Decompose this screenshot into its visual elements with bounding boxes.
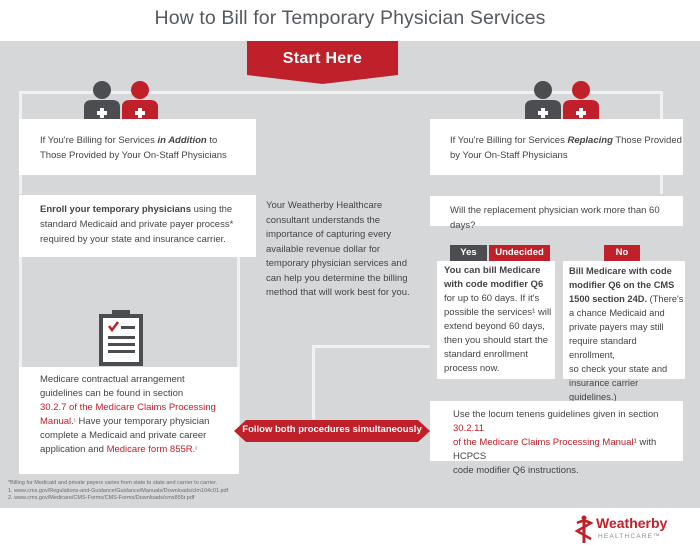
- form-855r-link[interactable]: Medicare form 855R.: [106, 444, 196, 455]
- footnotes: *Billing for Medicaid and private payers…: [8, 480, 308, 503]
- yes-line: process now.: [444, 363, 500, 374]
- no-line: private payers may still: [569, 322, 664, 332]
- medicare-line: application and: [40, 444, 107, 455]
- enroll-line3: required by your state and insurance car…: [40, 234, 226, 245]
- enroll-line2: standard Medicaid and private payer proc…: [40, 219, 234, 230]
- question-text: Will the replacement physician work more…: [450, 205, 660, 231]
- clipboard-checklist-icon: [98, 309, 144, 367]
- medicare-line: Medicare contractual arrangement: [40, 374, 185, 385]
- logo-subtext: HEALTHCARE™: [598, 533, 661, 540]
- claims-manual-link[interactable]: Manual.: [40, 416, 74, 427]
- yes-line: then you should start the: [444, 335, 549, 346]
- no-line: so check your state and: [569, 364, 668, 374]
- right-header-line2: by Your On-Staff Physicians: [450, 150, 568, 161]
- people-icon: [74, 80, 168, 122]
- enroll-bold: Enroll your temporary physicians: [40, 204, 191, 215]
- yes-line: standard enrollment: [444, 349, 528, 360]
- connector-line: [312, 345, 430, 348]
- start-here-banner: Start Here: [247, 41, 398, 84]
- medicare-guidelines-box: Medicare contractual arrangement guideli…: [19, 367, 239, 474]
- yes-bold-line: You can bill Medicare: [444, 265, 541, 276]
- locum-manual-link[interactable]: of the Medicare Claims Processing Manual: [453, 437, 634, 448]
- locum-line: code modifier Q6 instructions.: [453, 465, 579, 476]
- no-answer-box: Bill Medicare with code modifier Q6 on t…: [563, 261, 685, 402]
- follow-both-label: Follow both procedures simultaneously: [242, 424, 422, 435]
- footnote-marker: ¹: [73, 419, 76, 425]
- left-header-text: If You're Billing for Services: [40, 135, 158, 146]
- locum-line: Use the locum tenens guidelines given in…: [453, 409, 659, 420]
- footnote-link[interactable]: 1. www.cms.gov/Regulations-and-Guidance/…: [8, 487, 229, 494]
- no-bold-line: modifier Q6 on the CMS: [569, 280, 675, 290]
- connector-line: [237, 250, 240, 430]
- yes-bold-line: with code modifier Q6: [444, 279, 544, 290]
- footnote-link[interactable]: 2. www.cms.gov/Medicare/CMS-Forms/CMS-Fo…: [8, 495, 195, 501]
- no-line: (There's: [647, 294, 684, 304]
- start-here-label: Start Here: [282, 50, 363, 67]
- footnote: *Billing for Medicaid and private payers…: [8, 480, 218, 486]
- weatherby-logo: Weatherby HEALTHCARE™: [574, 515, 694, 545]
- locum-tenens-box: Use the locum tenens guidelines given in…: [430, 401, 683, 476]
- no-bold-line: Bill Medicare with code: [569, 266, 672, 276]
- yes-line: extend beyond 60 days,: [444, 321, 545, 332]
- people-icon: [515, 80, 609, 122]
- logo-wordmark: Weatherby: [596, 515, 668, 531]
- yes-line: possible the services¹ will: [444, 307, 552, 318]
- question-box: Will the replacement physician work more…: [430, 196, 683, 231]
- enroll-text: using the: [191, 204, 233, 215]
- enroll-box: Enroll your temporary physicians using t…: [19, 195, 256, 257]
- no-bold-line: 1500 section 24D.: [569, 294, 648, 304]
- medicare-line: guidelines can be found in section: [40, 388, 184, 399]
- medicare-line: complete a Medicaid and private career: [40, 430, 207, 441]
- left-header-text: to: [206, 135, 218, 146]
- connector-line: [19, 250, 22, 370]
- no-line: insurance carrier guidelines.): [569, 378, 639, 402]
- no-tag: No: [604, 245, 640, 261]
- connector-line: [312, 345, 315, 430]
- right-header-text: If You're Billing for Services: [450, 135, 568, 146]
- consultant-text: Your Weatherby Healthcare consultant und…: [266, 200, 410, 298]
- connector-line: [19, 91, 663, 94]
- right-header-emphasis: Replacing: [567, 135, 613, 146]
- left-header-line2: Those Provided by Your On-Staff Physicia…: [40, 150, 227, 161]
- caduceus-logo-icon: [574, 515, 594, 543]
- medicare-line: Have your temporary physician: [75, 416, 210, 427]
- follow-both-arrow: Follow both procedures simultaneously: [234, 420, 430, 442]
- no-line: a chance Medicaid and: [569, 308, 665, 318]
- yes-answer-box: You can bill Medicare with code modifier…: [437, 261, 555, 379]
- footnote-marker: ²: [195, 447, 198, 453]
- yes-line: for up to 60 days. If it's: [444, 293, 540, 304]
- right-header-text: Those Provided: [612, 135, 682, 146]
- left-scenario-box: If You're Billing for Services in Additi…: [19, 119, 256, 175]
- no-line: require standard enrollment,: [569, 336, 637, 360]
- page-title: How to Bill for Temporary Physician Serv…: [154, 7, 546, 29]
- locum-line: ¹ with HCPCS: [453, 437, 657, 462]
- locum-manual-link[interactable]: 30.2.11: [453, 423, 484, 434]
- right-scenario-box: If You're Billing for Services Replacing…: [430, 119, 683, 175]
- claims-manual-link[interactable]: 30.2.7 of the Medicare Claims Processing: [40, 402, 216, 413]
- left-header-emphasis: in Addition: [157, 135, 207, 146]
- undecided-tag: Undecided: [489, 245, 550, 261]
- yes-tag: Yes: [450, 245, 487, 261]
